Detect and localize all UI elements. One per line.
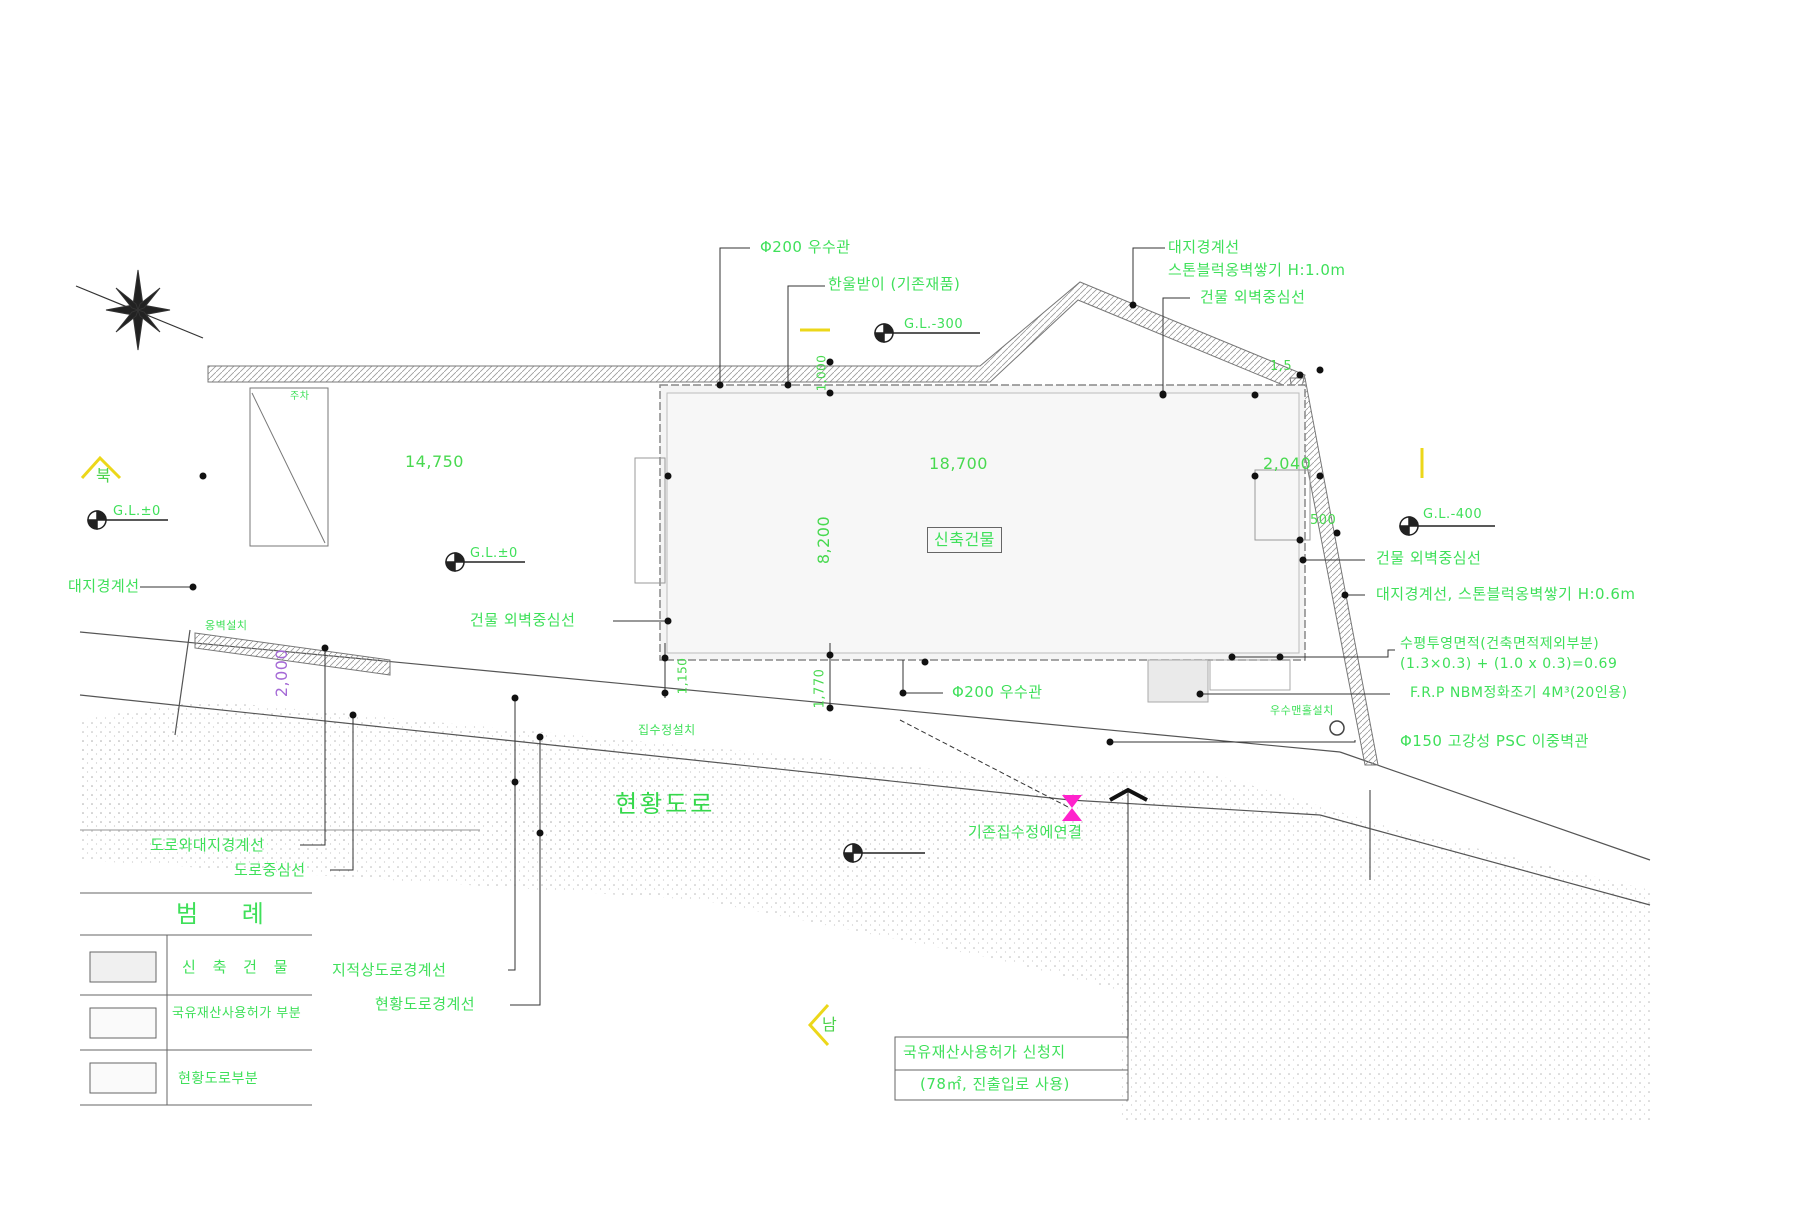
dim-top-small: 1,000 <box>814 354 829 392</box>
existing-drain-label: 기존집수정에연결 <box>968 823 1083 841</box>
dim-vertical: 8,200 <box>814 515 834 565</box>
dim-front-left: 1,150 <box>675 657 690 695</box>
dim-left: 14,750 <box>405 452 464 471</box>
dim-road: 2,000 <box>272 648 292 698</box>
compass-icon <box>75 269 204 351</box>
south-mark: 남 <box>822 1015 838 1034</box>
bldg-outer-right-label: 건물 외벽중심선 <box>1376 549 1482 567</box>
site-boundary-left-label: 대지경계선 <box>68 577 140 595</box>
legal-road-label: 지적상도로경계선 <box>332 961 447 979</box>
dim-right: 2,040 <box>1263 454 1312 473</box>
parking-box-label: 주차 <box>290 391 310 402</box>
gl-mid-label: G.L.±0 <box>470 546 518 561</box>
pipe-top-label: Φ200 우수관 <box>760 238 851 256</box>
psc-pipe-label: Φ150 고강성 PSC 이중벽관 <box>1400 732 1589 750</box>
gl-top-label: G.L.-300 <box>904 317 964 332</box>
gl-right-label: G.L.-400 <box>1423 507 1483 522</box>
parking-box <box>249 387 329 547</box>
current-road-label: 현황도로경계선 <box>375 995 476 1013</box>
legend-item-new-building: 신 축 건 물 <box>182 958 294 976</box>
new-building-outline <box>634 384 1311 703</box>
road-boundary-label: 도로와대지경계선 <box>150 836 265 854</box>
frp-tank-label: F.R.P NBM정화조기 4M³(20인용) <box>1410 685 1628 701</box>
retain-wall-right-label: 대지경계선, 스톤블럭옹벽쌓기 H:0.6m <box>1376 585 1636 603</box>
road-center-label: 도로중심선 <box>234 861 306 879</box>
road-lines <box>79 629 1651 906</box>
gl-left-label: G.L.±0 <box>113 504 161 519</box>
dim-small-right: 1,5 <box>1270 359 1293 374</box>
drain-inlet-label: 집수정설치 <box>638 723 696 737</box>
dim-top: 18,700 <box>929 454 988 473</box>
seepage-line1: 수평투영면적(건축면적제외부분) <box>1400 636 1600 652</box>
permit-box-line2: (78㎡, 진출입로 사용) <box>920 1075 1070 1093</box>
gl-marker-icons <box>87 323 1495 863</box>
legend-item-permit: 국유재산사용허가 부분 <box>172 1006 302 1021</box>
drain-marker-icon <box>1062 787 1148 821</box>
drain-small-label: 우수맨홀설치 <box>1270 704 1334 717</box>
bldg-outer-top-label: 건물 외벽중심선 <box>1200 288 1306 306</box>
north-mark: 북 <box>96 466 112 485</box>
road-area <box>80 700 1650 1120</box>
manhole-icon <box>1329 720 1345 736</box>
new-building-label: 신축건물 <box>927 527 1002 553</box>
wall-label: 옹벽설치 <box>205 619 248 632</box>
legend-title: 범 례 <box>176 900 282 928</box>
dim-side: 500 <box>1310 513 1337 528</box>
dim-front: 1,770 <box>812 668 828 709</box>
yellow-marks <box>80 328 1424 1047</box>
fence-top-label: 한울받이 (기존재품) <box>828 275 961 293</box>
pipe-mid-label: Φ200 우수관 <box>952 683 1043 701</box>
leader-lines <box>140 247 1395 1101</box>
legend-table <box>80 892 312 1106</box>
road-name-label: 현황도로 <box>615 790 716 818</box>
permit-box-line1: 국유재산사용허가 신청지 <box>903 1043 1066 1061</box>
leader-dots <box>189 301 1349 837</box>
retain-wall-title: 대지경계선 <box>1168 238 1240 256</box>
bldg-wall-left-label: 건물 외벽중심선 <box>470 611 576 629</box>
seepage-line2: (1.3×0.3) + (1.0 x 0.3)=0.69 <box>1400 656 1618 672</box>
legend-item-road: 현황도로부분 <box>178 1071 259 1087</box>
retain-wall-spec: 스톤블럭옹벽쌓기 H:1.0m <box>1168 261 1346 279</box>
